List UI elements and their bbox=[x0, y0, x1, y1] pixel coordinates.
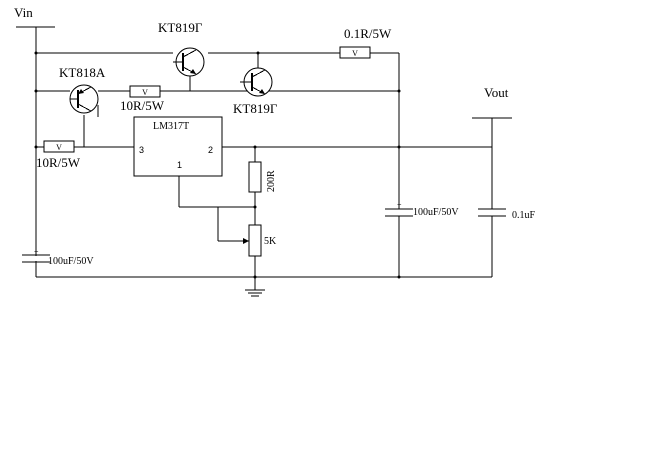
resistor-adj bbox=[248, 161, 262, 193]
label-c-small: 0.1uF bbox=[512, 210, 536, 221]
resistor-mid: V bbox=[129, 85, 161, 98]
label-c-out: 100uF/50V bbox=[413, 207, 459, 218]
transistor-q3 bbox=[69, 84, 99, 114]
label-r-adj: 200R bbox=[266, 170, 277, 192]
label-vin: Vin bbox=[14, 5, 33, 20]
junctions bbox=[34, 51, 401, 279]
resistor-left-mark: V bbox=[56, 143, 62, 152]
transistor-q2 bbox=[240, 67, 273, 97]
label-pot: 5K bbox=[264, 236, 277, 247]
capacitor-out: + bbox=[385, 200, 413, 217]
label-q2: KT819Г bbox=[233, 101, 278, 116]
label-r-top: 0.1R/5W bbox=[344, 26, 392, 41]
label-q1: KT819Г bbox=[158, 20, 203, 35]
ground-symbol bbox=[245, 289, 265, 297]
resistor-mid-mark: V bbox=[142, 88, 148, 97]
capacitor-in: + bbox=[22, 247, 50, 263]
capacitor-out-plus: + bbox=[397, 200, 402, 209]
capacitor-in-plus: + bbox=[34, 247, 39, 256]
label-ic-pin-out: 2 bbox=[208, 145, 213, 155]
label-c-in: 100uF/50V bbox=[48, 256, 94, 267]
label-r-left: 10R/5W bbox=[36, 155, 81, 170]
label-ic-name: LM317T bbox=[153, 121, 189, 132]
label-q3: KT818A bbox=[59, 65, 106, 80]
label-vout: Vout bbox=[484, 85, 509, 100]
label-ic-pin-adj: 1 bbox=[177, 160, 182, 170]
capacitor-small bbox=[478, 208, 506, 217]
resistor-left: V bbox=[43, 140, 75, 153]
transistor-q1 bbox=[173, 47, 205, 77]
label-r-mid: 10R/5W bbox=[120, 98, 165, 113]
potentiometer bbox=[243, 224, 262, 257]
resistor-top-mark: V bbox=[352, 49, 358, 58]
label-ic-pin-in: 3 bbox=[139, 145, 144, 155]
resistor-top: V bbox=[339, 46, 371, 59]
regulator-ic bbox=[133, 116, 223, 177]
